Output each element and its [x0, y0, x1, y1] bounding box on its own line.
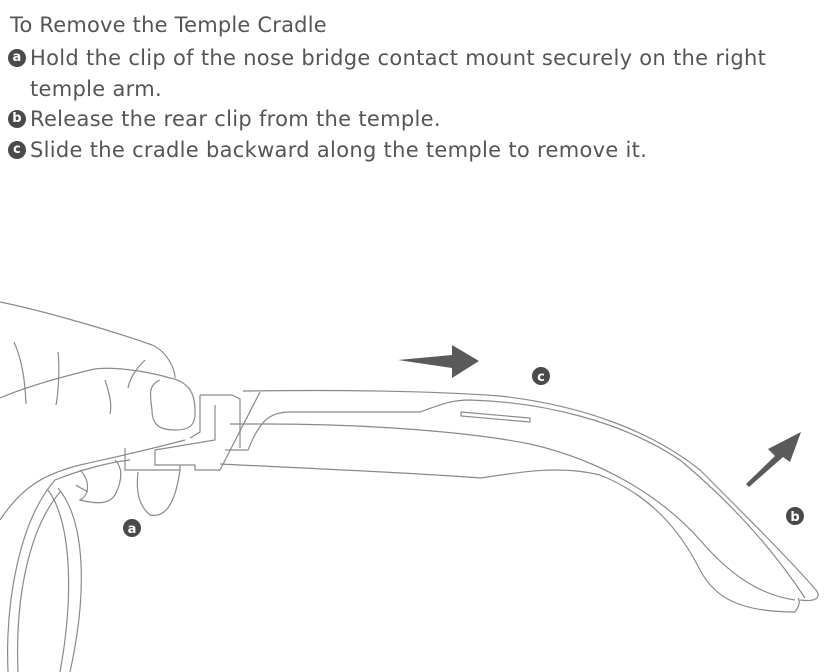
- section-title: To Remove the Temple Cradle: [10, 13, 327, 37]
- step-text: Release the rear clip from the temple.: [30, 107, 441, 131]
- svg-text:c: c: [537, 370, 545, 385]
- glasses-frame-drawing: [7, 459, 131, 672]
- arrow-b-icon: [746, 432, 801, 487]
- temple-arm-drawing: [124, 389, 819, 613]
- arrow-c-icon: [398, 345, 479, 378]
- svg-text:a: a: [128, 522, 137, 537]
- hand-drawing: [0, 301, 196, 521]
- callout-a: a: [123, 519, 141, 537]
- callout-b: b: [786, 507, 804, 525]
- step-marker-a: a: [8, 49, 26, 67]
- step-text: Slide the cradle backward along the temp…: [30, 138, 648, 162]
- svg-text:b: b: [790, 510, 799, 525]
- step-marker-c: c: [8, 141, 26, 159]
- step-text: Hold the clip of the nose bridge contact…: [30, 46, 767, 101]
- callout-c: c: [532, 367, 550, 385]
- step-marker-b: b: [8, 110, 26, 128]
